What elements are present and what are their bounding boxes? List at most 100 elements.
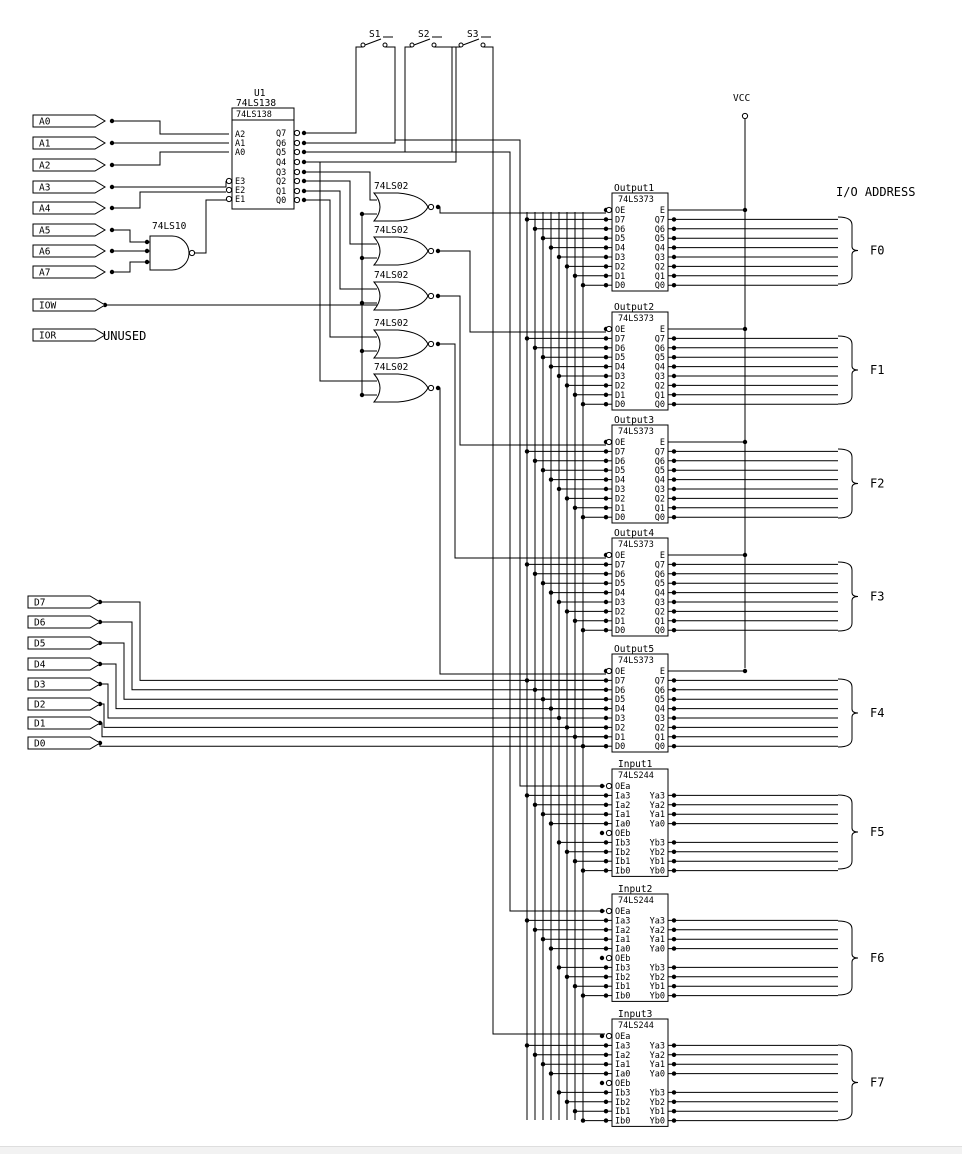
buffer-part-0: 74LS244 [618,771,654,781]
latch-part-2: 74LS373 [618,427,654,437]
buffer-pin-left: Ib3 [615,1088,630,1098]
data-3-port [27,657,101,671]
junction-dot [671,226,677,231]
buffer-pin-right: Yb0 [650,867,665,877]
latch-74ls373-3 [611,537,669,637]
buffer-pin-left: Ib0 [615,867,630,877]
latch-pin-left: D4 [615,363,625,373]
wire-a2 [112,151,229,166]
addr-3-label: A3 [39,183,50,194]
addr-0-label: A0 [39,117,51,128]
latch-pin-right: Q5 [655,466,665,476]
junction-dot [599,1033,605,1039]
data-7-port [27,736,101,750]
junction-dot [671,715,677,721]
latch-pin-left: D5 [615,466,625,476]
buffer-pin-left: Ib2 [615,1098,630,1108]
junction-dot [671,678,677,683]
buffer-pin-left: OEb [615,1079,630,1089]
wire-data-0 [100,601,606,681]
inversion-bubble [293,187,301,195]
junction-dot [556,840,562,845]
junction-dot [671,283,677,288]
buffer-pin-right: Yb2 [650,848,665,858]
addr-2-port [32,158,106,172]
data-0-label: D7 [34,598,45,609]
latch-pin-right: Q2 [655,607,665,617]
nor-gate-4 [372,373,429,403]
junction-dot [564,725,570,730]
vcc-label: VCC [733,93,750,104]
wire-q6-s2 [304,46,396,144]
buffer-pin-right: Ya1 [650,1060,665,1070]
decoder-pin-out: Q6 [276,139,286,149]
addr-4-label: A4 [39,204,51,215]
buffer-pin-left: OEb [615,829,630,839]
footer-bar [0,1146,962,1154]
decoder-pin-out: Q2 [276,177,286,187]
junction-dot [540,1062,546,1067]
group-7-brace [837,1044,859,1121]
buffer-pin-left: Ib2 [615,973,630,983]
junction-dot [572,734,578,739]
latch-pin-left: D3 [615,598,625,608]
junction-dot [556,715,562,721]
junction-dot [671,734,677,739]
junction-dot [556,599,562,605]
wire-input1-enable [394,139,605,787]
buffer-pin-right: Ya2 [650,1051,665,1061]
addr-6-port [32,244,106,258]
buffer-pin-left: Ib0 [615,1117,630,1127]
junction-dot [671,345,677,350]
buffer-pin-left: OEb [615,954,630,964]
latch-pin-right: Q0 [655,281,665,291]
decoder-pin-out: Q1 [276,187,286,197]
junction-dot [580,515,586,520]
buffer-74ls244-2 [611,1018,669,1127]
latch-pin-right: Q7 [655,215,665,225]
latch-name-3: Output4 [614,528,654,539]
group-2-label: F2 [870,477,884,491]
junction-dot [580,402,586,407]
latch-pin-right: E [660,325,665,335]
nor-part-label: 74LS02 [374,181,408,192]
latch-pin-left: D0 [615,400,625,410]
junction-dot [564,496,570,501]
addr-1-label: A1 [39,139,51,150]
junction-dot [671,590,677,595]
latch-pin-left: OE [615,325,625,335]
wire-q1 [304,190,377,290]
junction-dot [580,283,586,288]
latch-pin-left: D6 [615,686,625,696]
junction-dot [556,373,562,379]
decoder-part: 74LS138 [236,98,276,109]
wire-nand-out [195,199,229,254]
inversion-bubble [225,195,233,203]
latch-pin-right: E [660,667,665,677]
latch-pin-left: D5 [615,353,625,363]
junction-dot [671,706,677,711]
junction-dot [572,505,578,510]
decoder-pin-out: Q3 [276,168,286,178]
buffer-name-0: Input1 [618,759,653,770]
inversion-bubble [225,177,233,185]
junction-dot [671,496,677,501]
addr-3-port [32,180,106,194]
junction-dot [671,392,677,397]
latch-pin-right: Q0 [655,742,665,752]
wire-data-1 [100,621,606,691]
latch-pin-left: D4 [615,589,625,599]
buffer-pin-right: Ya1 [650,935,665,945]
latch-part-4: 74LS373 [618,656,654,666]
latch-pin-right: Q6 [655,225,665,235]
buffer-pin-right: Yb1 [650,982,665,992]
latch-pin-right: Q7 [655,447,665,457]
buffer-pin-right: Ya2 [650,926,665,936]
junction-dot [671,868,677,873]
latch-pin-right: Q7 [655,334,665,344]
buffer-pin-left: Ib1 [615,982,630,992]
buffer-pin-right: Yb2 [650,973,665,983]
latch-pin-left: OE [615,438,625,448]
latch-name-0: Output1 [614,183,654,194]
inversion-bubble [293,177,301,185]
